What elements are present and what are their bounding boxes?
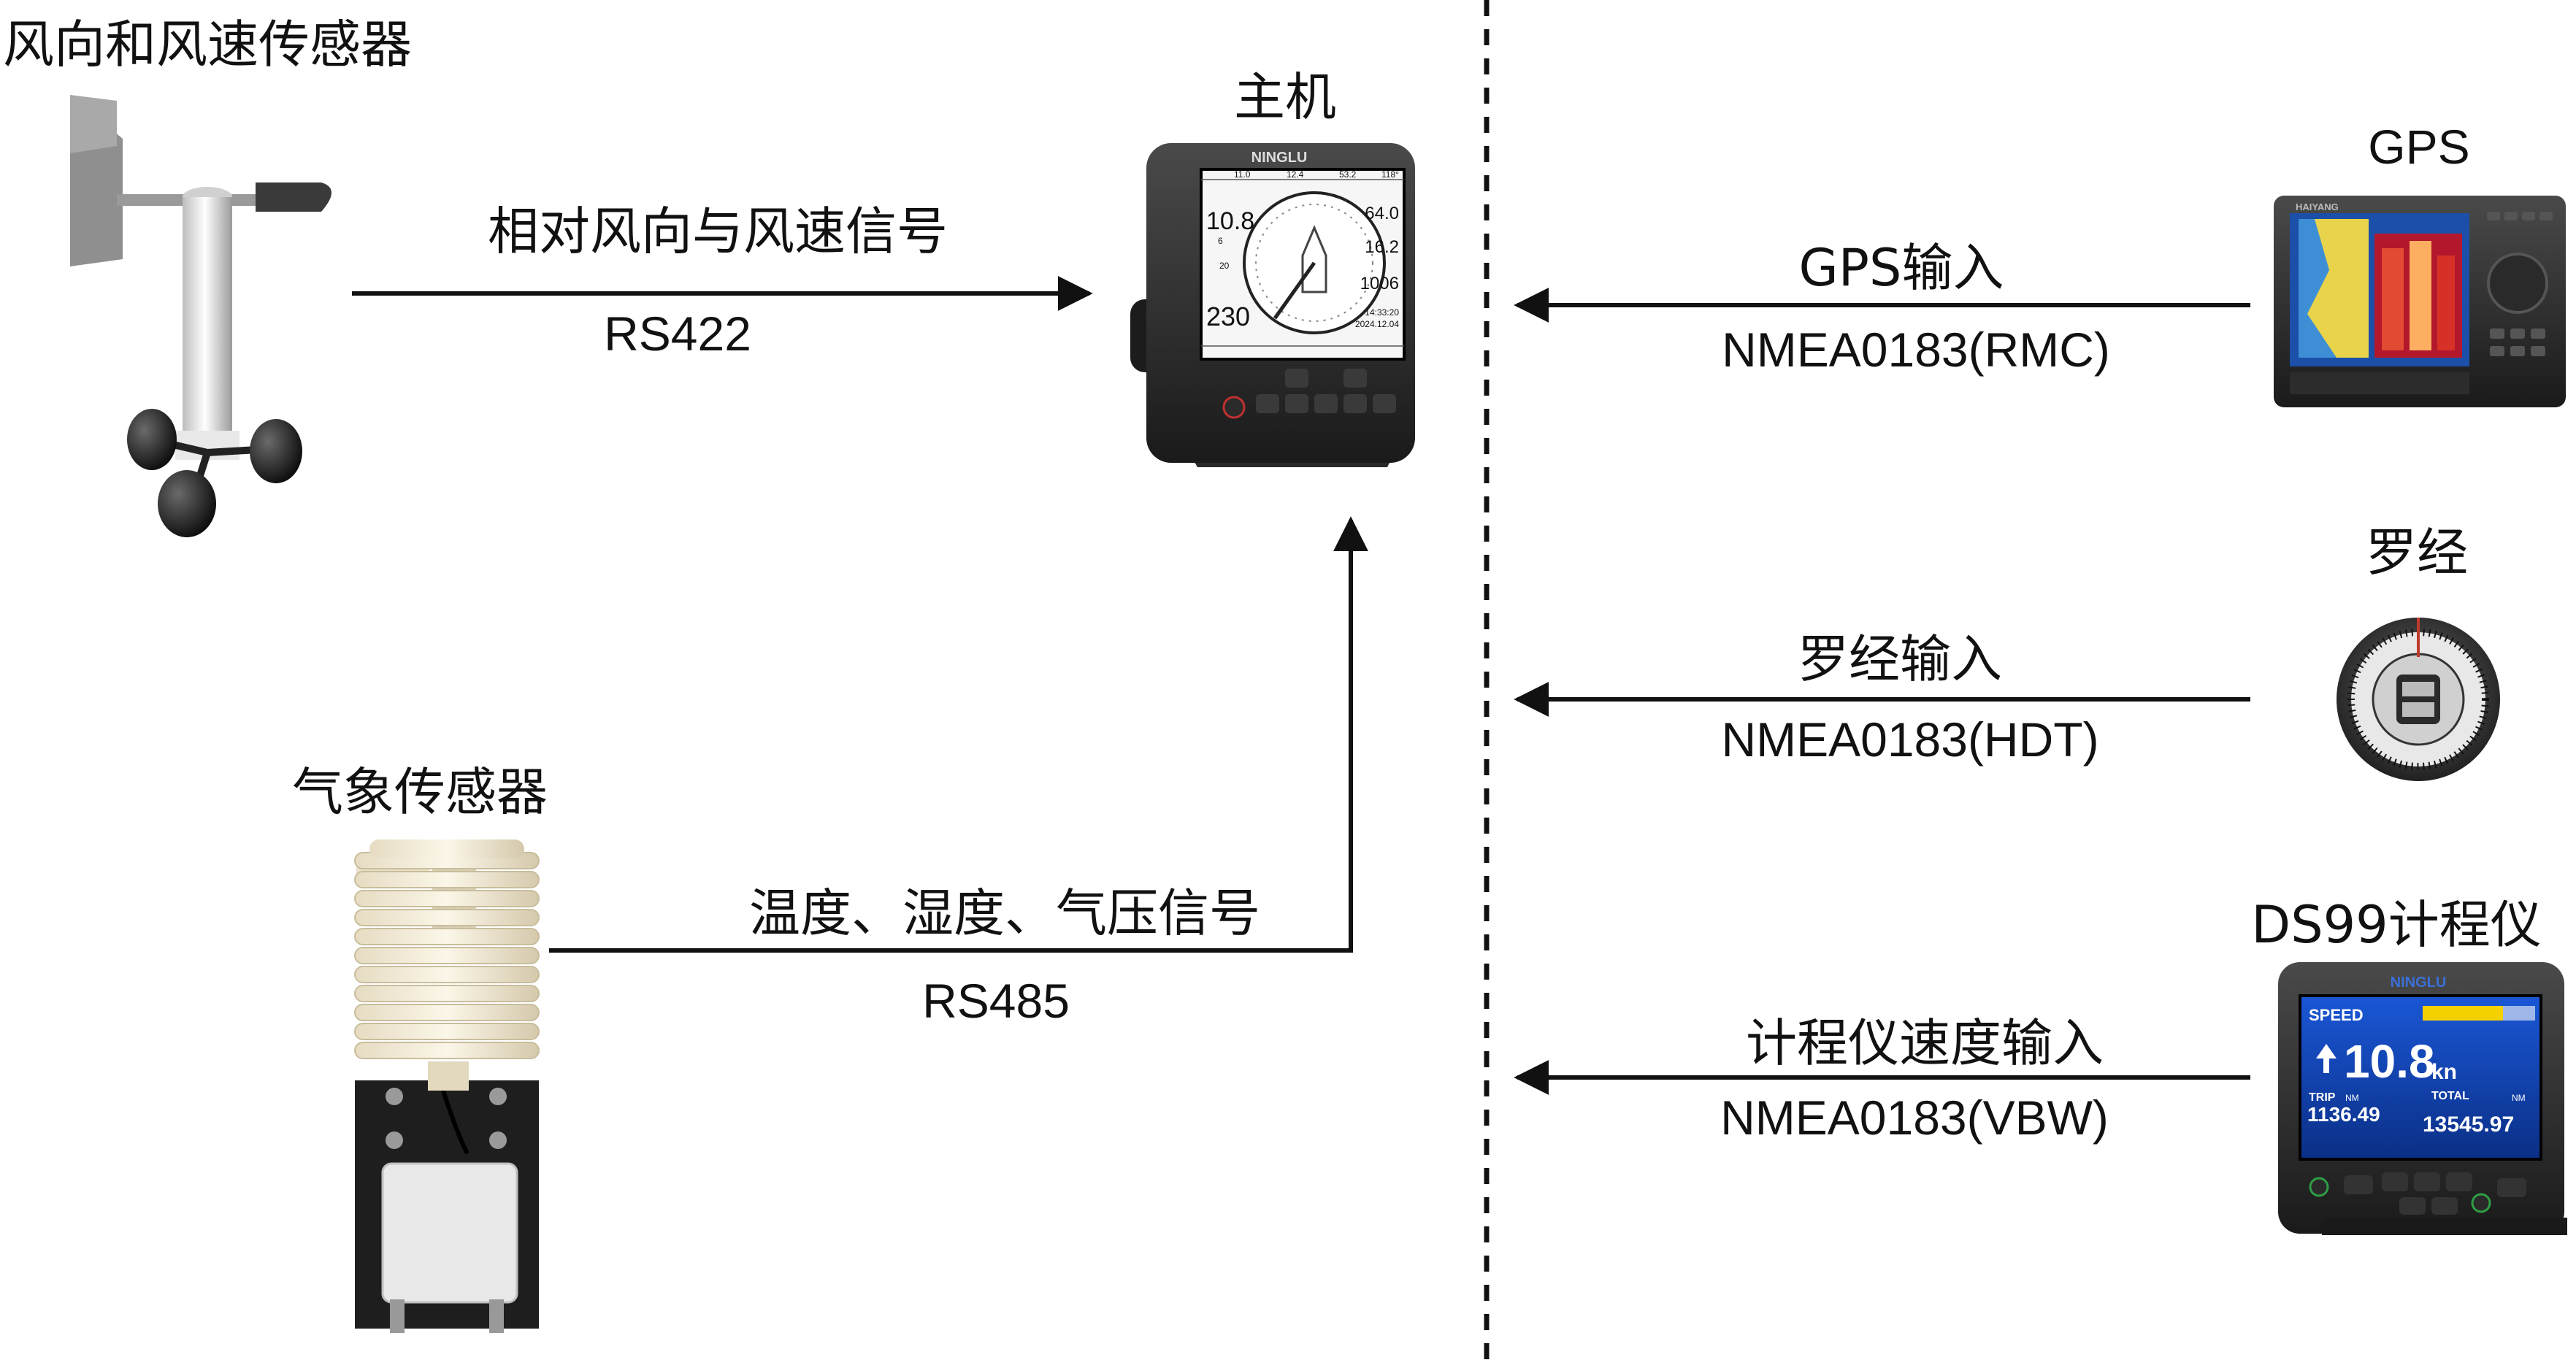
host-right-value-3: 1006 (1360, 274, 1399, 293)
compass-label: 罗经 (2366, 523, 2468, 583)
log-protocol-label: NMEA0183(VBW) (1720, 1091, 2109, 1145)
log-label: DS99计程仪 (2251, 895, 2542, 955)
host-label: 主机 (1234, 67, 1336, 127)
host-top-value-4: 118° (1381, 169, 1399, 180)
log-trip-nm: NM (2345, 1093, 2359, 1103)
wind-sensor-label: 风向和风速传感器 (3, 15, 412, 74)
shield-mount-post (428, 1061, 469, 1091)
shield-plate (354, 1042, 540, 1059)
log-trip-value: 1136.49 (2307, 1103, 2380, 1126)
weather-sensor-label: 气象传感器 (292, 762, 548, 822)
gps-signal-label: GPS输入 (1798, 238, 2004, 298)
shield-plate (354, 871, 540, 888)
shield-plate (354, 928, 540, 945)
weather-signal-arrow (549, 516, 1368, 953)
log-speed-value: 10.8 (2344, 1035, 2435, 1088)
shield-plate (354, 966, 540, 983)
host-left-value-4: 230 (1206, 301, 1250, 331)
log-speed-unit: kn (2431, 1060, 2457, 1084)
shield-plate (354, 909, 540, 926)
host-right-value-1: 64.0 (1365, 204, 1399, 223)
host-top-value-2: 12.4 (1287, 169, 1304, 180)
gps-label: GPS (2368, 120, 2470, 174)
log-speed-label: SPEED (2309, 1006, 2364, 1024)
host-time-text: 14:33:20 (1365, 307, 1399, 318)
shield-plate (354, 1004, 540, 1021)
compass-image (2337, 618, 2500, 781)
shield-plate (354, 947, 540, 964)
shield-plate (354, 890, 540, 907)
shield-cap (369, 839, 524, 858)
host-top-value-1: 11.0 (1234, 169, 1251, 180)
shield-plate (354, 985, 540, 1002)
wind-sensor-image (70, 95, 331, 537)
log-total-nm: NM (2512, 1093, 2526, 1103)
host-right-value-2: 16.2 (1365, 237, 1399, 257)
log-unit-image (2278, 962, 2567, 1235)
host-brand-text: NINGLU (1251, 150, 1308, 166)
log-signal-label: 计程仪速度输入 (1746, 1013, 2104, 1073)
weather-sensor-image (355, 856, 539, 1333)
wind-signal-label: 相对风向与风速信号 (488, 201, 948, 261)
gps-brand-text: HAIYANG (2296, 201, 2339, 212)
host-top-value-3: 53.2 (1339, 169, 1357, 180)
log-total-value: 13545.97 (2423, 1113, 2514, 1137)
host-left-value-2: 6 (1218, 236, 1223, 246)
weather-protocol-label: RS485 (922, 974, 1070, 1028)
wind-protocol-label: RS422 (604, 307, 751, 361)
log-total-label: TOTAL (2431, 1090, 2469, 1102)
host-left-value-1: 10.8 (1206, 207, 1254, 235)
weather-shield-plates (354, 839, 540, 1091)
host-date-text: 2024.12.04 (1355, 319, 1399, 329)
log-trip-label: TRIP (2309, 1091, 2336, 1104)
host-left-value-3: 20 (1219, 261, 1230, 271)
compass-signal-label: 罗经输入 (1798, 629, 2002, 689)
host-unit-image (1130, 143, 1415, 467)
gps-protocol-label: NMEA0183(RMC) (1722, 323, 2110, 377)
gps-unit-image (2274, 196, 2566, 407)
weather-signal-label: 温度、湿度、气压信号 (749, 883, 1260, 943)
shield-plate (354, 1023, 540, 1040)
log-brand-text: NINGLU (2391, 975, 2447, 991)
compass-protocol-label: NMEA0183(HDT) (1721, 712, 2099, 766)
